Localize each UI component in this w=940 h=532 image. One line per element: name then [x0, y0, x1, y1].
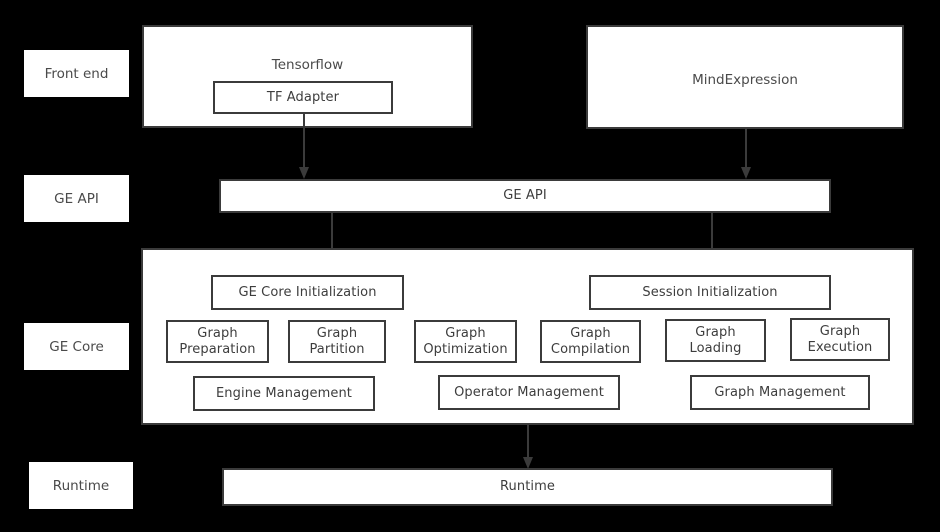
tf-adapter-box[interactable]: TF Adapter: [213, 81, 393, 114]
runtime-bar[interactable]: Runtime: [222, 468, 833, 506]
graph-loading-label: Graph Loading: [689, 325, 742, 356]
ge-api-bar[interactable]: GE API: [219, 179, 831, 213]
engine-management-box[interactable]: Engine Management: [193, 376, 375, 411]
graph-preparation-label: Graph Preparation: [179, 326, 256, 357]
layer-label-runtime: Runtime: [29, 462, 133, 509]
layer-label-ge-api: GE API: [24, 175, 129, 222]
runtime-bar-label: Runtime: [500, 479, 555, 495]
layer-label-front-end: Front end: [24, 50, 129, 97]
mindexpression-panel-title: MindExpression: [692, 72, 798, 88]
engine-management-label: Engine Management: [215, 385, 353, 401]
operator-management-label: Operator Management: [454, 384, 604, 400]
operator-management-box[interactable]: Operator Management: [438, 375, 620, 410]
tf-adapter-label: TF Adapter: [266, 89, 340, 105]
session-initialization-label: Session Initialization: [642, 284, 778, 300]
layer-label-runtime-text: Runtime: [52, 477, 110, 494]
graph-execution-box[interactable]: Graph Execution: [790, 318, 890, 361]
graph-compilation-label: Graph Compilation: [550, 326, 631, 357]
graph-compilation-box[interactable]: Graph Compilation: [540, 320, 641, 363]
graph-management-box[interactable]: Graph Management: [690, 375, 870, 410]
layer-label-front-end-text: Front end: [44, 65, 109, 82]
graph-execution-label: Graph Execution: [807, 324, 873, 355]
graph-preparation-box[interactable]: Graph Preparation: [166, 320, 269, 363]
ge-core-initialization-label: GE Core Initialization: [238, 284, 377, 300]
graph-partition-box[interactable]: Graph Partition: [288, 320, 386, 363]
layer-label-ge-core-text: GE Core: [49, 338, 104, 355]
ge-core-initialization-box[interactable]: GE Core Initialization: [211, 275, 404, 310]
graph-optimization-box[interactable]: Graph Optimization: [414, 320, 517, 363]
graph-loading-box[interactable]: Graph Loading: [665, 319, 766, 362]
graph-partition-label: Graph Partition: [309, 326, 365, 357]
graph-optimization-label: Graph Optimization: [423, 326, 508, 357]
layer-label-ge-core: GE Core: [24, 323, 129, 370]
graph-management-label: Graph Management: [714, 384, 846, 400]
session-initialization-box[interactable]: Session Initialization: [589, 275, 831, 310]
layer-label-ge-api-text: GE API: [54, 190, 99, 207]
ge-api-bar-label: GE API: [503, 188, 547, 204]
mindexpression-panel[interactable]: MindExpression: [586, 25, 904, 129]
tensorflow-panel-title: Tensorflow: [271, 57, 344, 73]
